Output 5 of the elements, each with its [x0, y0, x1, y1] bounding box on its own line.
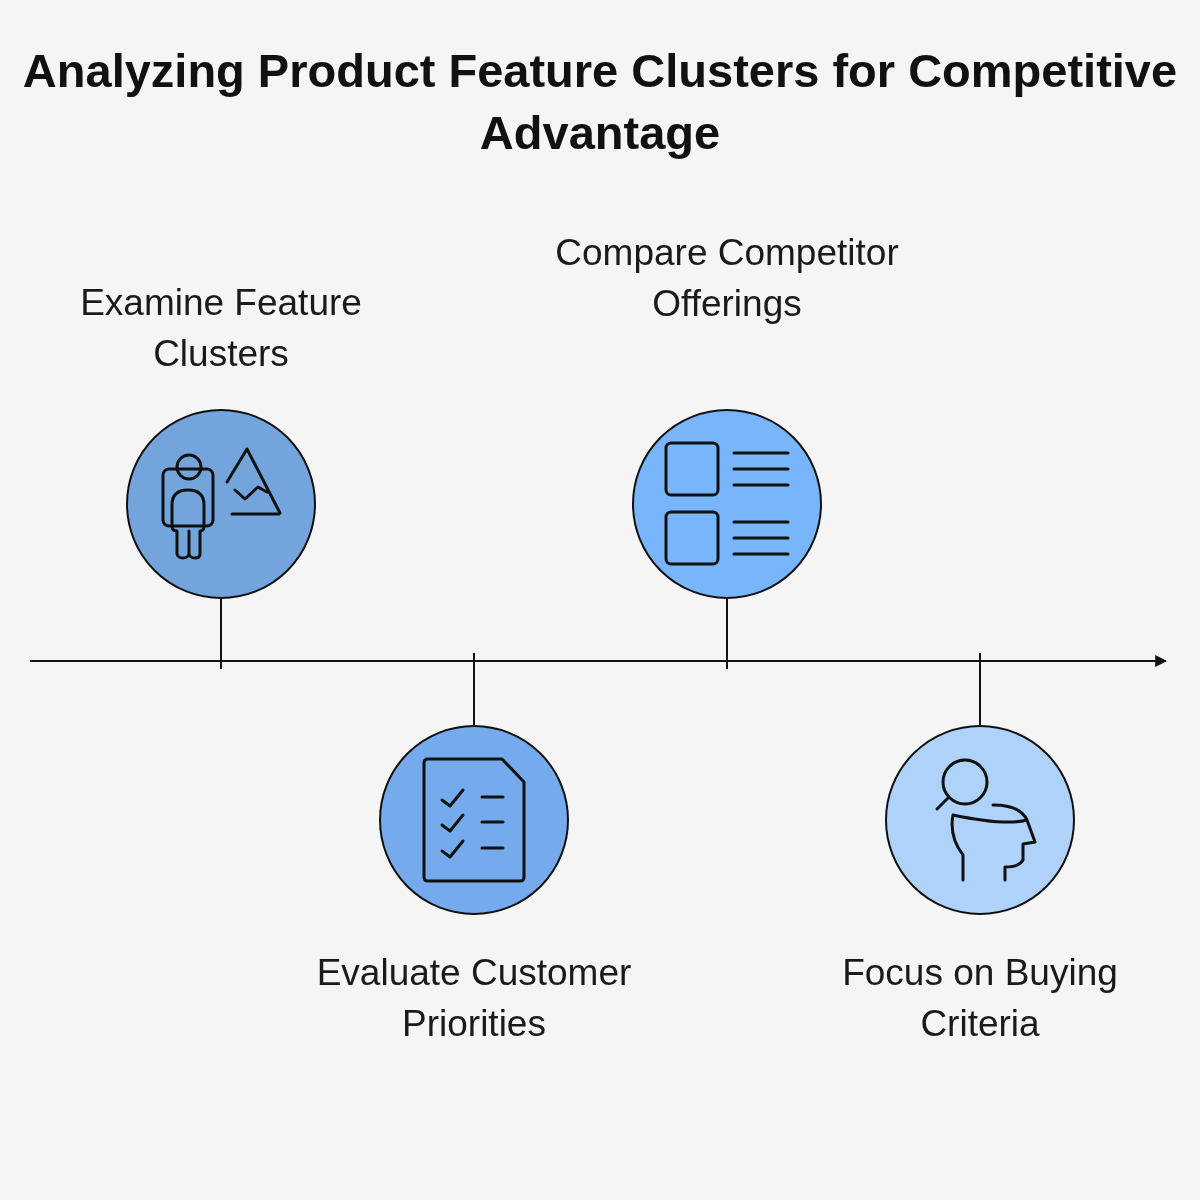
step-label: Examine Feature Clusters [79, 281, 363, 376]
step-label: Evaluate Customer Priorities [315, 951, 633, 1046]
title: Analyzing Product Feature Clusters for Competitive Advantage [21, 43, 1179, 161]
step-label: Compare Competitor Offerings [554, 231, 900, 326]
step-label: Focus on Buying Criteria [841, 951, 1119, 1046]
